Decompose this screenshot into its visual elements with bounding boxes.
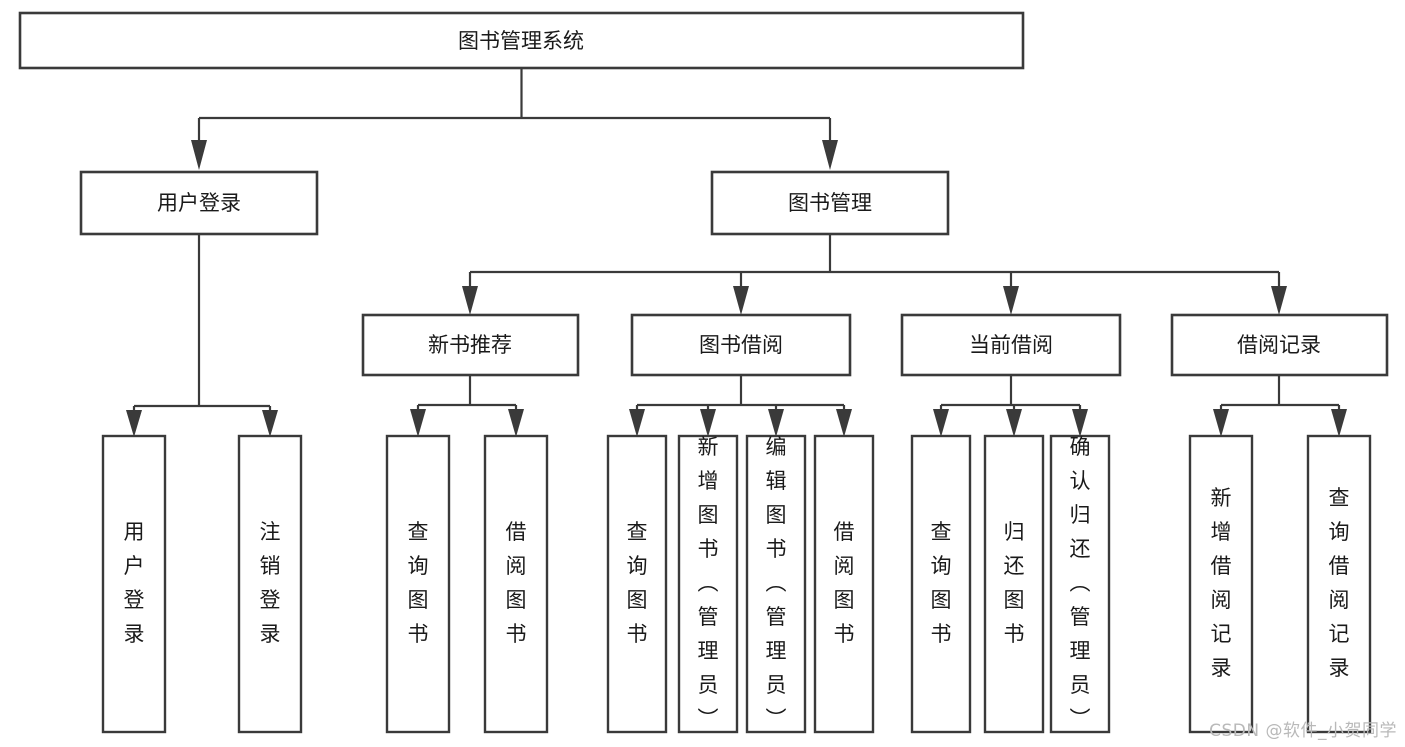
leaf-node-9[interactable]: 查询图书 [910,434,972,734]
node-borrowing-record[interactable]: 借阅记录 [1170,313,1389,377]
leaf-node-4-label: 借阅图书 [506,520,527,646]
leaf-node-12-label: 新增借阅记录 [1211,486,1232,680]
node-user-login[interactable]: 用户登录 [79,170,319,236]
leaf-node-5[interactable]: 查询图书 [606,434,668,734]
leaf-node-11-box [1049,434,1111,734]
node-layer: 图书管理系统 用户登录 图书管理 新书推荐 图书借阅 [18,11,1389,734]
node-new-book-recommendation[interactable]: 新书推荐 [361,313,580,377]
arrow-head-current-leaf-3 [1072,409,1088,437]
arrow-head-borrow-leaf-4 [836,409,852,437]
leaf-node-12[interactable]: 新增借阅记录 [1188,434,1254,734]
leaf-node-13-label: 查询借阅记录 [1329,486,1350,680]
node-book-management-label: 图书管理 [788,191,872,215]
arrow-head-newbook-leaf-1 [410,409,426,437]
leaf-node-10[interactable]: 归还图书 [983,434,1045,734]
leaf-node-7-label: 编辑图书︵管理员︶ [766,435,787,731]
node-root-system[interactable]: 图书管理系统 [18,11,1025,70]
arrow-head-login-leaf-1 [126,410,142,437]
leaf-node-2[interactable]: 注销登录 [237,434,303,734]
leaf-node-11[interactable]: 确认归还︵管理员︶ [1049,434,1111,734]
leaf-node-8[interactable]: 借阅图书 [813,434,875,734]
leaf-node-11-label: 确认归还︵管理员︶ [1070,435,1091,731]
leaf-node-12-box [1188,434,1254,734]
node-borrowing-record-box [1170,313,1389,377]
leaf-node-8-label: 借阅图书 [834,520,855,646]
leaf-node-3-label: 查询图书 [408,520,429,646]
leaf-node-1[interactable]: 用户登录 [101,434,167,734]
node-book-borrowing-box [630,313,852,377]
arrow-head-borrow-leaf-1 [629,409,645,437]
leaf-node-4-box [483,434,549,734]
leaf-node-10-box [983,434,1045,734]
leaf-node-7-box [745,434,807,734]
node-root-system-box [18,11,1025,70]
leaf-node-6[interactable]: 新增图书︵管理员︶ [677,434,739,734]
arrow-head-borrow-leaf-3 [768,409,784,437]
node-current-borrowing[interactable]: 当前借阅 [900,313,1122,377]
arrow-head-login-leaf-2 [262,410,278,437]
node-book-management-box [710,170,950,236]
arrow-head-to-current [1003,286,1019,315]
node-current-borrowing-box [900,313,1122,377]
node-book-borrowing-label: 图书借阅 [699,333,783,357]
leaf-node-3-box [385,434,451,734]
leaf-node-5-label: 查询图书 [627,520,648,646]
leaf-node-layer: 用户登录 注销登录 查询图书 借阅图书 查询图书 新增图书︵管理员︶ 编辑图书︵管理员︶ 借阅… [101,434,1372,734]
leaf-node-2-label: 注销登录 [260,520,281,646]
node-current-borrowing-label: 当前借阅 [969,333,1053,357]
connector-layer [126,68,1347,437]
leaf-node-1-label: 用户登录 [124,520,145,646]
leaf-node-13[interactable]: 查询借阅记录 [1306,434,1372,734]
arrow-head-newbook-leaf-2 [508,409,524,437]
leaf-node-7[interactable]: 编辑图书︵管理员︶ [745,434,807,734]
leaf-node-1-box [101,434,167,734]
arrow-head-borrow-leaf-2 [700,409,716,437]
csdn-watermark: CSDN @软件_小贺同学 [1209,721,1397,741]
leaf-node-10-label: 归还图书 [1004,520,1025,646]
leaf-node-13-box [1306,434,1372,734]
node-book-management[interactable]: 图书管理 [710,170,950,236]
node-borrowing-record-label: 借阅记录 [1237,333,1321,357]
node-user-login-box [79,170,319,236]
leaf-node-8-box [813,434,875,734]
node-root-system-label: 图书管理系统 [458,29,584,53]
arrow-head-to-newbook [462,286,478,315]
node-new-book-recommendation-box [361,313,580,377]
arrow-head-to-record [1271,286,1287,315]
node-book-borrowing[interactable]: 图书借阅 [630,313,852,377]
leaf-node-5-box [606,434,668,734]
leaf-node-9-box [910,434,972,734]
node-user-login-label: 用户登录 [157,191,241,215]
leaf-node-4[interactable]: 借阅图书 [483,434,549,734]
leaf-node-6-box [677,434,739,734]
arrow-head-record-leaf-2 [1331,409,1347,437]
arrow-head-to-bookmgmt [822,140,838,170]
arrow-head-current-leaf-1 [933,409,949,437]
arrow-head-to-login [191,140,207,170]
leaf-node-9-label: 查询图书 [931,520,952,646]
arrow-head-to-borrow [733,286,749,315]
arrow-head-record-leaf-1 [1213,409,1229,437]
leaf-node-6-label: 新增图书︵管理员︶ [698,435,719,731]
leaf-node-3[interactable]: 查询图书 [385,434,451,734]
arrow-head-current-leaf-2 [1006,409,1022,437]
node-new-book-recommendation-label: 新书推荐 [428,333,512,357]
leaf-node-2-box [237,434,303,734]
